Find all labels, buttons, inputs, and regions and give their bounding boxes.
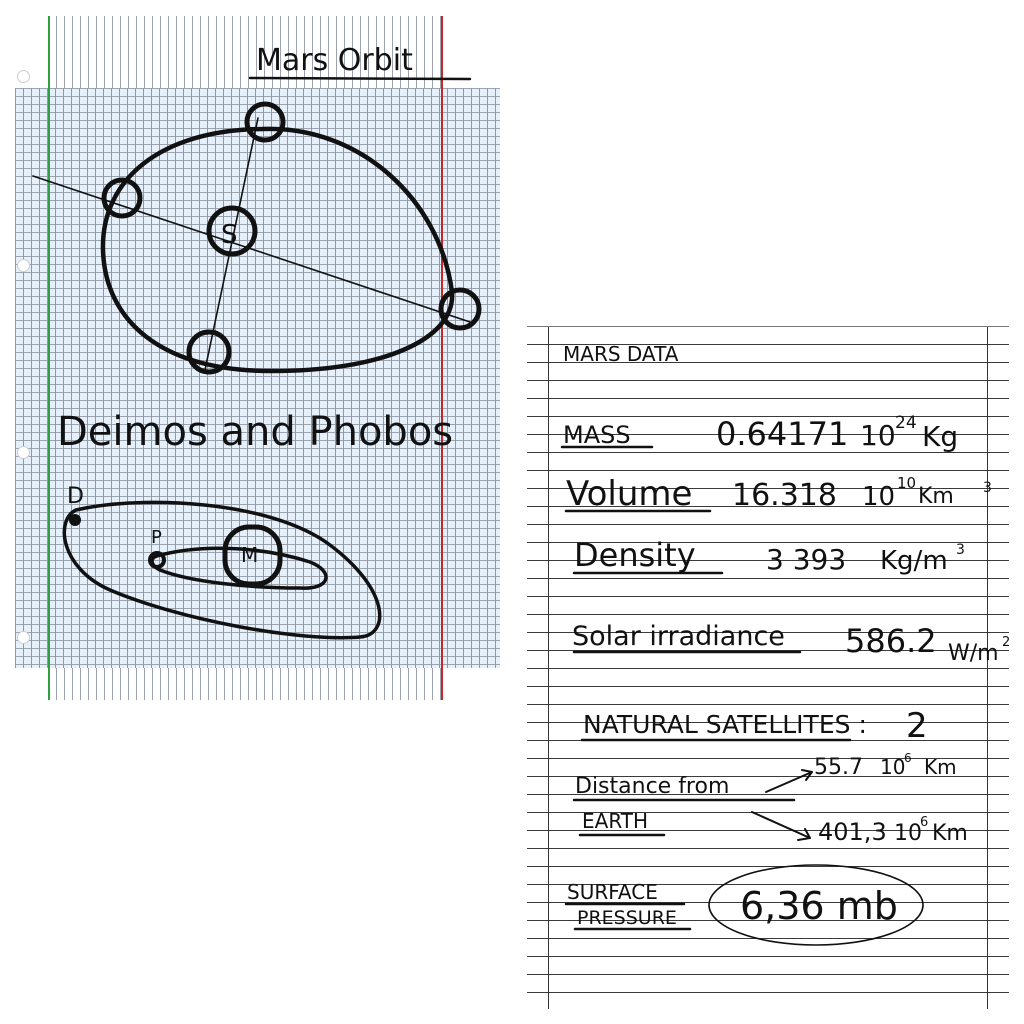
solar-irradiance-unit-sup: 2 <box>1002 635 1010 650</box>
arrow-to-max <box>751 811 811 841</box>
planet-position <box>438 287 482 331</box>
ruled-paper-sheet <box>527 326 1009 1009</box>
distance-label-line1: Distance from <box>575 774 729 799</box>
deimos-label: D <box>67 484 84 509</box>
data-heading: MARS DATA <box>563 342 679 366</box>
grid-paper-top-lines <box>48 16 444 88</box>
volume-unit-base: 10 <box>862 482 895 512</box>
grid-paper-bottom-lines <box>48 668 444 700</box>
pressure-label-line1: SURFACE <box>567 880 658 904</box>
mass-unit-base: 10 <box>860 419 896 452</box>
moons-heading: Deimos and Phobos <box>57 409 453 455</box>
mass-unit: Kg <box>922 420 958 453</box>
solar-irradiance-label: Solar irradiance <box>572 621 785 652</box>
satellites-label: NATURAL SATELLITES : <box>583 710 867 739</box>
distance-min-unit-exp: 6 <box>904 751 912 765</box>
right-margin-line <box>987 327 988 1009</box>
punch-hole <box>17 446 30 459</box>
right-margin-line <box>441 16 443 700</box>
orbit-title: Mars Orbit <box>256 43 413 78</box>
planet-position <box>186 329 232 375</box>
volume-value: 16.318 <box>732 478 837 513</box>
solar-irradiance-value: 586.2 <box>845 622 937 660</box>
deimos-orbit <box>62 500 382 640</box>
major-axis-line <box>32 175 471 323</box>
sun-circle <box>206 205 258 257</box>
density-unit-sup: 3 <box>956 542 965 558</box>
deimos-dot <box>69 514 81 526</box>
mass-value: 0.64171 <box>716 415 848 453</box>
solar-irradiance-unit: W/m <box>948 641 999 666</box>
phobos-label: P <box>151 527 162 548</box>
distance-max-unit: Km <box>932 821 968 846</box>
punch-hole <box>17 631 30 644</box>
volume-unit-exp: 10 <box>897 474 916 492</box>
mars-body <box>222 524 283 587</box>
mass-unit-exp: 24 <box>895 413 917 433</box>
distance-min-value: 55.7 <box>814 755 863 780</box>
grid-paper-grid <box>15 88 500 668</box>
density-label: Density <box>574 536 696 574</box>
arrow-to-min <box>765 769 813 793</box>
density-unit: Kg/m <box>880 546 948 576</box>
pressure-value: 6,36 mb <box>740 884 898 928</box>
distance-max-unit-exp: 6 <box>920 815 928 830</box>
title-underline <box>248 76 472 81</box>
volume-unit-sup: 3 <box>983 480 992 496</box>
distance-min-unit-base: 10 <box>880 755 905 779</box>
punch-hole <box>17 70 30 83</box>
sun-label: S <box>221 220 238 250</box>
distance-label-line2: EARTH <box>582 809 648 833</box>
left-margin-line <box>48 16 50 700</box>
phobos-dot <box>148 551 166 569</box>
pressure-label-line2: PRESSURE <box>577 907 677 929</box>
distance-max-value: 401,3 <box>818 818 887 846</box>
punch-hole <box>17 259 30 272</box>
distance-min-unit: Km <box>924 755 957 779</box>
mass-label: MASS <box>563 421 631 449</box>
volume-label: Volume <box>566 474 692 514</box>
planet-position <box>101 177 143 219</box>
planet-position <box>244 101 286 143</box>
density-value: 3 393 <box>766 543 846 576</box>
distance-max-unit-base: 10 <box>894 821 922 846</box>
orbit-ellipse <box>100 126 455 374</box>
volume-unit: Km <box>918 484 954 509</box>
pressure-value-circle <box>708 864 924 946</box>
mars-label: M <box>241 543 258 567</box>
satellites-value: 2 <box>906 706 928 746</box>
minor-axis-line <box>204 117 259 371</box>
left-margin-line <box>548 327 549 1009</box>
